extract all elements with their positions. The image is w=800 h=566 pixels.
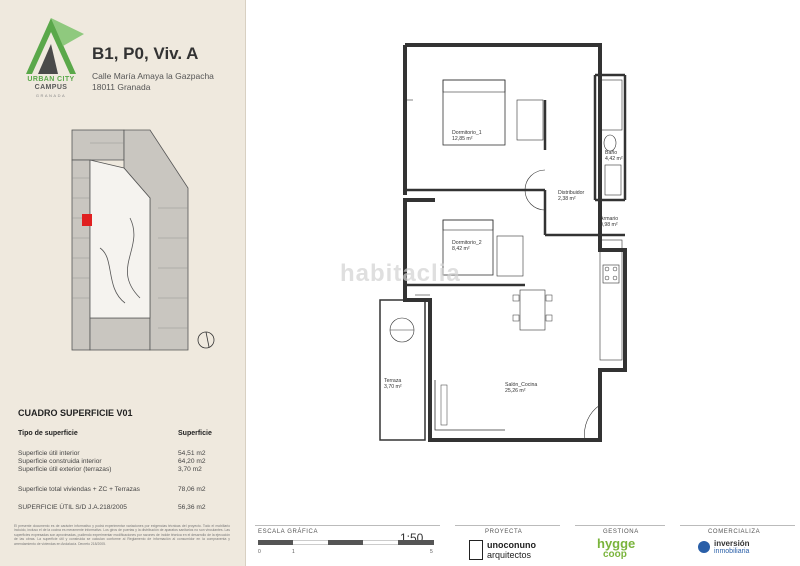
scale-tick-5: 5 xyxy=(430,549,433,555)
urban-city-campus-logo: URBAN CITY CAMPUS GRANADA xyxy=(18,14,84,100)
unit-title: B1, P0, Viv. A xyxy=(92,44,199,63)
row-label: Superficie total viviendas + ZC + Terraz… xyxy=(18,486,140,493)
logo-line1: URBAN CITY xyxy=(27,76,75,83)
address-city: 18011 Granada xyxy=(92,82,151,92)
room-terraza: Terraza 3,70 m² xyxy=(384,378,402,390)
logo-line3: GRANADA xyxy=(35,93,67,98)
row-label: SUPERFICIE ÚTIL S/D J.A.218/2005 xyxy=(18,504,127,511)
row-value: 3,70 m2 xyxy=(178,466,202,473)
site-plan-map xyxy=(71,129,189,351)
gestiona-section: GESTIONA hygge coop xyxy=(575,525,665,564)
logo-line2: CAMPUS xyxy=(34,84,68,91)
comercializa-label: COMERCIALIZA xyxy=(708,529,761,535)
room-area: 12,85 m² xyxy=(452,136,473,142)
room-name: Baño xyxy=(605,150,618,156)
row-label: Superficie útil exterior (terrazas) xyxy=(18,466,112,473)
scale-tick-0: 0 xyxy=(258,549,261,555)
room-area: 8,42 m² xyxy=(452,246,470,252)
comercializa-section: COMERCIALIZA inversión inmobiliaria xyxy=(680,525,795,564)
gestiona-label: GESTIONA xyxy=(603,529,639,535)
row-value: 64,20 m2 xyxy=(178,458,206,465)
gestiona-name1: hygge xyxy=(597,536,636,551)
room-area: 3,70 m² xyxy=(384,384,402,390)
habitaclia-watermark: habitaclia xyxy=(340,260,461,287)
room-distribuidor: Distribuidor 2,38 m² xyxy=(558,190,584,202)
surface-type-header: Tipo de superficie xyxy=(18,430,78,437)
room-armario: Armario 0,98 m² xyxy=(600,216,618,228)
room-name: Armario xyxy=(600,216,619,222)
scale-tick-1: 1 xyxy=(292,549,295,555)
unit-address: Calle María Amaya la Gazpacha 18011 Gran… xyxy=(92,71,214,93)
row-label: Superficie útil interior xyxy=(18,450,80,457)
room-name: Terraza xyxy=(384,378,402,384)
proyecta-name1: unoconuno xyxy=(487,540,536,550)
proyecta-section: PROYECTA unoconuno arquitectos xyxy=(455,525,560,564)
gestiona-name2: coop xyxy=(603,549,627,560)
room-dormitorio-2: Dormitorio_2 8,42 m² xyxy=(452,240,482,252)
surface-value-header: Superficie xyxy=(178,430,212,437)
scale-label: ESCALA GRÁFICA xyxy=(258,529,319,535)
info-panel: URBAN CITY CAMPUS GRANADA B1, P0, Viv. A… xyxy=(0,0,246,566)
unoconuno-logo-icon xyxy=(469,540,483,560)
proyecta-label: PROYECTA xyxy=(485,529,523,535)
room-name: Dormitorio_2 xyxy=(452,240,482,246)
comercializa-name2: inmobiliaria xyxy=(714,548,750,555)
row-value: 78,06 m2 xyxy=(178,486,206,493)
floor-plan-drawing xyxy=(379,43,627,442)
row-label: Superficie construida interior xyxy=(18,458,102,465)
inversion-logo-icon xyxy=(698,541,710,553)
room-name: Distribuidor xyxy=(558,190,585,196)
scale-section: ESCALA GRÁFICA xyxy=(255,525,440,564)
address-street: Calle María Amaya la Gazpacha xyxy=(92,71,214,81)
room-area: 25,26 m² xyxy=(505,388,526,394)
room-salon-cocina: Salón_Cocina 25,26 m² xyxy=(505,382,537,394)
proyecta-name2: arquitectos xyxy=(487,550,532,560)
room-area: 0,98 m² xyxy=(600,222,618,228)
room-name: Salón_Cocina xyxy=(505,382,538,388)
triangle-logo-icon xyxy=(26,18,84,74)
room-bano: Baño 4,42 m² xyxy=(605,150,623,162)
room-area: 2,38 m² xyxy=(558,196,576,202)
comercializa-name1: inversión xyxy=(714,539,750,548)
row-value: 54,51 m2 xyxy=(178,450,206,457)
room-dormitorio-1: Dormitorio_1 12,85 m² xyxy=(452,130,482,142)
surface-table-title: CUADRO SUPERFICIE V01 xyxy=(18,408,133,418)
row-value: 56,36 m2 xyxy=(178,504,206,511)
legal-disclaimer: El presente documento es de carácter inf… xyxy=(14,524,230,546)
room-area: 4,42 m² xyxy=(605,156,623,162)
room-name: Dormitorio_1 xyxy=(452,130,482,136)
unit-location-marker xyxy=(82,214,92,226)
north-compass-icon xyxy=(197,331,215,349)
graphic-scale-bar xyxy=(258,540,434,545)
